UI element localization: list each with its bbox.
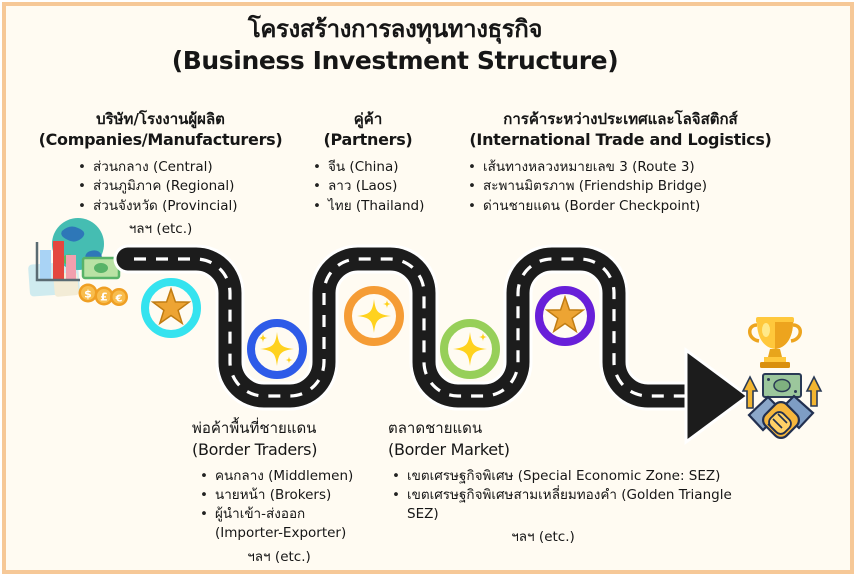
traders-etc: ฯลฯ (etc.) [247, 548, 311, 565]
market-list: เขตเศรษฐกิจพิเศษ (Special Economic Zone:… [392, 467, 760, 524]
bar-chart-icon [35, 241, 80, 282]
milestone-1 [141, 278, 201, 338]
list-item: ไทย (Thailand) [313, 197, 448, 216]
road-arrow-icon [684, 347, 751, 445]
partners-heading-english: (Partners) [323, 129, 413, 149]
companies-etc: ฯลฯ (etc.) [128, 220, 193, 237]
svg-text:$: $ [84, 288, 92, 301]
milestone-ring [535, 286, 595, 346]
list-item: ผู้นำเข้า-ส่งออก (Importer-Exporter) [200, 505, 370, 543]
market-heading-thai: ตลาดชายแดน [388, 419, 483, 437]
road-center-dashes [134, 257, 688, 398]
page-title-thai: โครงสร้างการลงทุนทางธุรกิจ [247, 15, 543, 43]
milestone-3 [344, 286, 404, 346]
traders-heading-english: (Border Traders) [192, 440, 318, 459]
list-item: ด่านชายแดน (Border Checkpoint) [468, 197, 793, 216]
trade-list: เส้นทางหลวงหมายเลข 3 (Route 3) สะพานมิตร… [468, 158, 793, 216]
svg-text:£: £ [100, 291, 108, 304]
trade-heading-english: (International Trade and Logistics) [469, 129, 772, 149]
list-item: เส้นทางหลวงหมายเลข 3 (Route 3) [468, 158, 793, 177]
handshake-deal-icon [741, 373, 823, 439]
list-item: นายหน้า (Brokers) [200, 486, 370, 505]
economy-growth-icon: $ £ € [28, 218, 128, 306]
market-etc: ฯลฯ (etc.) [511, 529, 575, 546]
list-item: เขตเศรษฐกิจพิเศษสามเหลี่ยมทองคำ (Golden … [392, 486, 760, 524]
list-item: ส่วนภูมิภาค (Regional) [78, 177, 293, 196]
milestone-ring [247, 319, 307, 379]
milestone-ring [440, 319, 500, 379]
section-trade-logistics: การค้าระหว่างประเทศและโลจิสติกส์ (Intern… [448, 110, 793, 216]
companies-heading-english: (Companies/Manufacturers) [38, 129, 283, 149]
coins-icon: $ £ € [78, 283, 128, 306]
page-title: โครงสร้างการลงทุนทางธุรกิจ (Business Inv… [0, 14, 790, 77]
five-point-star-icon [152, 288, 190, 325]
page-title-english: (Business Investment Structure) [171, 45, 619, 75]
section-partners: คู่ค้า (Partners) จีน (China) ลาว (Laos)… [288, 110, 448, 216]
list-item: ส่วนกลาง (Central) [78, 158, 293, 177]
traders-heading-thai: พ่อค้าพื้นที่ชายแดน [192, 419, 317, 437]
milestone-ring [141, 278, 201, 338]
companies-heading-thai: บริษัท/โรงงานผู้ผลิต [96, 110, 225, 128]
list-item: สะพานมิตรภาพ (Friendship Bridge) [468, 177, 793, 196]
companies-list: ส่วนกลาง (Central) ส่วนภูมิภาค (Regional… [78, 158, 293, 216]
svg-text:€: € [115, 294, 123, 305]
five-point-star-icon [546, 296, 584, 333]
milestone-ring [344, 286, 404, 346]
section-companies: บริษัท/โรงงานผู้ผลิต (Companies/Manufact… [28, 110, 293, 239]
money-note-icon [762, 373, 802, 398]
sparkle-accent-icon [285, 356, 293, 364]
road-path [113, 244, 751, 445]
market-heading-english: (Border Market) [388, 440, 510, 459]
trade-heading-thai: การค้าระหว่างประเทศและโลจิสติกส์ [503, 110, 738, 128]
section-border-market: ตลาดชายแดน (Border Market) เขตเศรษฐกิจพิ… [388, 416, 760, 547]
growth-arrow-icon [741, 375, 823, 409]
list-item: ลาว (Laos) [313, 177, 448, 196]
section-border-traders: พ่อค้าพื้นที่ชายแดน (Border Traders) คนก… [192, 416, 370, 567]
banknote-icon [81, 256, 121, 280]
trophy-icon [748, 317, 802, 368]
list-item: จีน (China) [313, 158, 448, 177]
milestone-4 [440, 319, 500, 379]
partners-heading-thai: คู่ค้า [353, 110, 383, 128]
traders-list: คนกลาง (Middlemen) นายหน้า (Brokers) ผู้… [200, 467, 370, 544]
list-item: เขตเศรษฐกิจพิเศษ (Special Economic Zone:… [392, 467, 760, 486]
list-item: ส่วนจังหวัด (Provincial) [78, 197, 293, 216]
milestone-2 [247, 319, 307, 379]
milestone-5 [535, 286, 595, 346]
partners-list: จีน (China) ลาว (Laos) ไทย (Thailand) [313, 158, 448, 216]
list-item: คนกลาง (Middlemen) [200, 467, 370, 486]
